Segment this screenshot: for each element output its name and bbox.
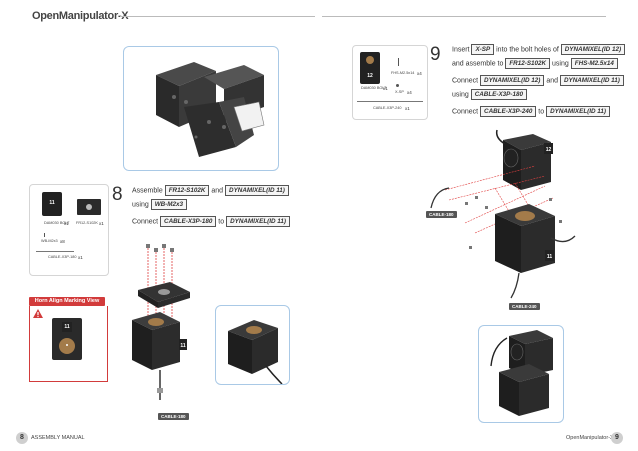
instr-verb: Assemble [132, 187, 163, 195]
part-tag: WB-M2x3 [150, 199, 188, 210]
instr-verb: Connect [452, 77, 479, 85]
step9-line1: Insert X-SP into the bolt holes of DYNAM… [452, 44, 626, 56]
step8-exploded-illustration [132, 244, 190, 400]
motor-top-view: 11 [52, 318, 82, 360]
motor-id-badge: 11 [47, 198, 57, 208]
part-qty: x1 [405, 106, 410, 111]
horn-icon [366, 56, 374, 64]
motor-id-badge: 11 [62, 322, 72, 332]
warning-icon [33, 309, 43, 318]
part-tag: X-SP [471, 44, 495, 55]
step8-line2: using WB-M2x3 [132, 199, 188, 211]
instr-verb: Connect [452, 108, 479, 116]
instr-joiner: using [552, 60, 569, 68]
step8-parts-panel: 11 DAM030 BOLT x1 FR12-S102K x1 WB-M2x3 … [29, 184, 109, 276]
step9-number: 9 [430, 44, 441, 65]
part-name: X-SP [395, 90, 404, 94]
motor-tag: DYNAMIXEL(ID 11) [546, 106, 610, 117]
cable-line-icon [357, 101, 423, 102]
motor-tag: DYNAMIXEL(ID 11) [559, 75, 624, 86]
instr-verb: using [132, 201, 149, 209]
motor-tag: DYNAMIXEL(ID 11) [225, 185, 289, 196]
cable-tag: CABLE-X3P-240 [480, 106, 537, 117]
horn-marking-icon [66, 344, 68, 346]
step9-line5: Connect CABLE-X3P-240 to DYNAMIXEL(ID 11… [452, 106, 610, 118]
frame-bracket-part [77, 199, 101, 215]
instr-verb: Connect [132, 218, 159, 226]
bolt-tag: FHS-M2.5x14 [570, 58, 618, 69]
step8-line3: Connect CABLE-X3P-180 to DYNAMIXEL(ID 11… [132, 216, 290, 228]
part-qty: x1 [99, 221, 104, 226]
assembly-preview-frame [123, 46, 279, 171]
step9-cable-label-240: CABLE-240 [509, 303, 540, 310]
step9-cable-label-180: CABLE-180 [426, 211, 457, 218]
header-rule-left [120, 16, 315, 17]
part-qty: x1 [78, 255, 83, 260]
instr-text: and assemble to [452, 60, 504, 68]
part-qty: x1 [383, 86, 388, 91]
part-qty: x1 [64, 221, 69, 226]
gripper-assembly-illustration [156, 62, 265, 157]
motor-tag: DYNAMIXEL(ID 12) [560, 44, 626, 55]
step8-number: 8 [112, 184, 123, 205]
step8-result-frame [215, 305, 290, 385]
cable-tag: CABLE-X3P-180 [160, 216, 217, 227]
part-name: CABLE-X3P-180 [48, 255, 77, 259]
part-qty: x8 [60, 239, 65, 244]
step9-exploded-illustration [430, 129, 576, 299]
horn-icon [59, 338, 75, 354]
screw-icon [398, 58, 399, 66]
step8-motor-id-flag: 11 [179, 339, 187, 350]
instr-verb: using [452, 91, 469, 99]
part-name: WB-M2x3 [41, 239, 58, 243]
part-name: FR12-S102K [76, 221, 98, 225]
instr-joiner: to [538, 108, 545, 116]
spacer-icon [396, 84, 399, 87]
horn-align-title: Horn Align Marking View [29, 297, 105, 306]
screw-icon [44, 233, 45, 237]
part-tag: FR12-S102K [164, 185, 210, 196]
motor-tag: DYNAMIXEL(ID 11) [226, 216, 290, 227]
part-name: DAM030 BOLT [361, 86, 387, 90]
part-name: FHS-M2.5x14 [391, 71, 415, 75]
step9-result-illustration [490, 330, 553, 416]
motor-tag: DYNAMIXEL(ID 12) [480, 75, 545, 86]
part-name: DAM030 BOLT [44, 221, 70, 225]
step9-bottom-motor-id-flag: 11 [545, 250, 554, 261]
part-name: CABLE-X3P-240 [373, 106, 402, 110]
horn-align-panel: 11 [29, 306, 108, 382]
step8-cable-label: CABLE-180 [158, 413, 189, 420]
motor-id11-part: 11 [42, 192, 62, 216]
part-tag: FR12-S102K [505, 58, 551, 69]
instr-text: into the bolt holes of [496, 46, 559, 54]
footer-left-text: ASSEMBLY MANUAL [31, 435, 85, 441]
step9-top-motor-id-flag: 12 [544, 143, 553, 154]
page-number-right: 9 [611, 432, 623, 444]
step9-line2: and assemble to FR12-S102K using FHS-M2.… [452, 58, 618, 70]
cable-line-icon [36, 251, 74, 252]
step8-result-illustration [228, 320, 283, 384]
page-number-left: 8 [16, 432, 28, 444]
cable-tag: CABLE-X3P-180 [470, 89, 527, 100]
brand-title: OpenManipulator-X [32, 10, 129, 22]
header-rule-right [322, 16, 606, 17]
step9-line4: using CABLE-X3P-180 [452, 89, 527, 101]
instr-joiner: and [546, 77, 558, 85]
instr-joiner: to [218, 218, 225, 226]
motor-id-badge: 12 [365, 71, 375, 81]
step9-line3: Connect DYNAMIXEL(ID 12) and DYNAMIXEL(I… [452, 75, 624, 87]
step9-result-frame [478, 325, 564, 423]
step8-line1: Assemble FR12-S102K and DYNAMIXEL(ID 11) [132, 185, 289, 197]
footer-right-text: OpenManipulator-X [566, 435, 614, 441]
instr-verb: Insert [452, 46, 470, 54]
part-qty: x4 [407, 90, 412, 95]
motor-id12-part: 12 [360, 52, 380, 84]
step9-parts-panel: 12 FHS-M2.5x14 x4 DAM030 BOLT x1 X-SP x4… [352, 45, 428, 120]
part-qty: x4 [417, 71, 422, 76]
instr-joiner: and [211, 187, 224, 195]
